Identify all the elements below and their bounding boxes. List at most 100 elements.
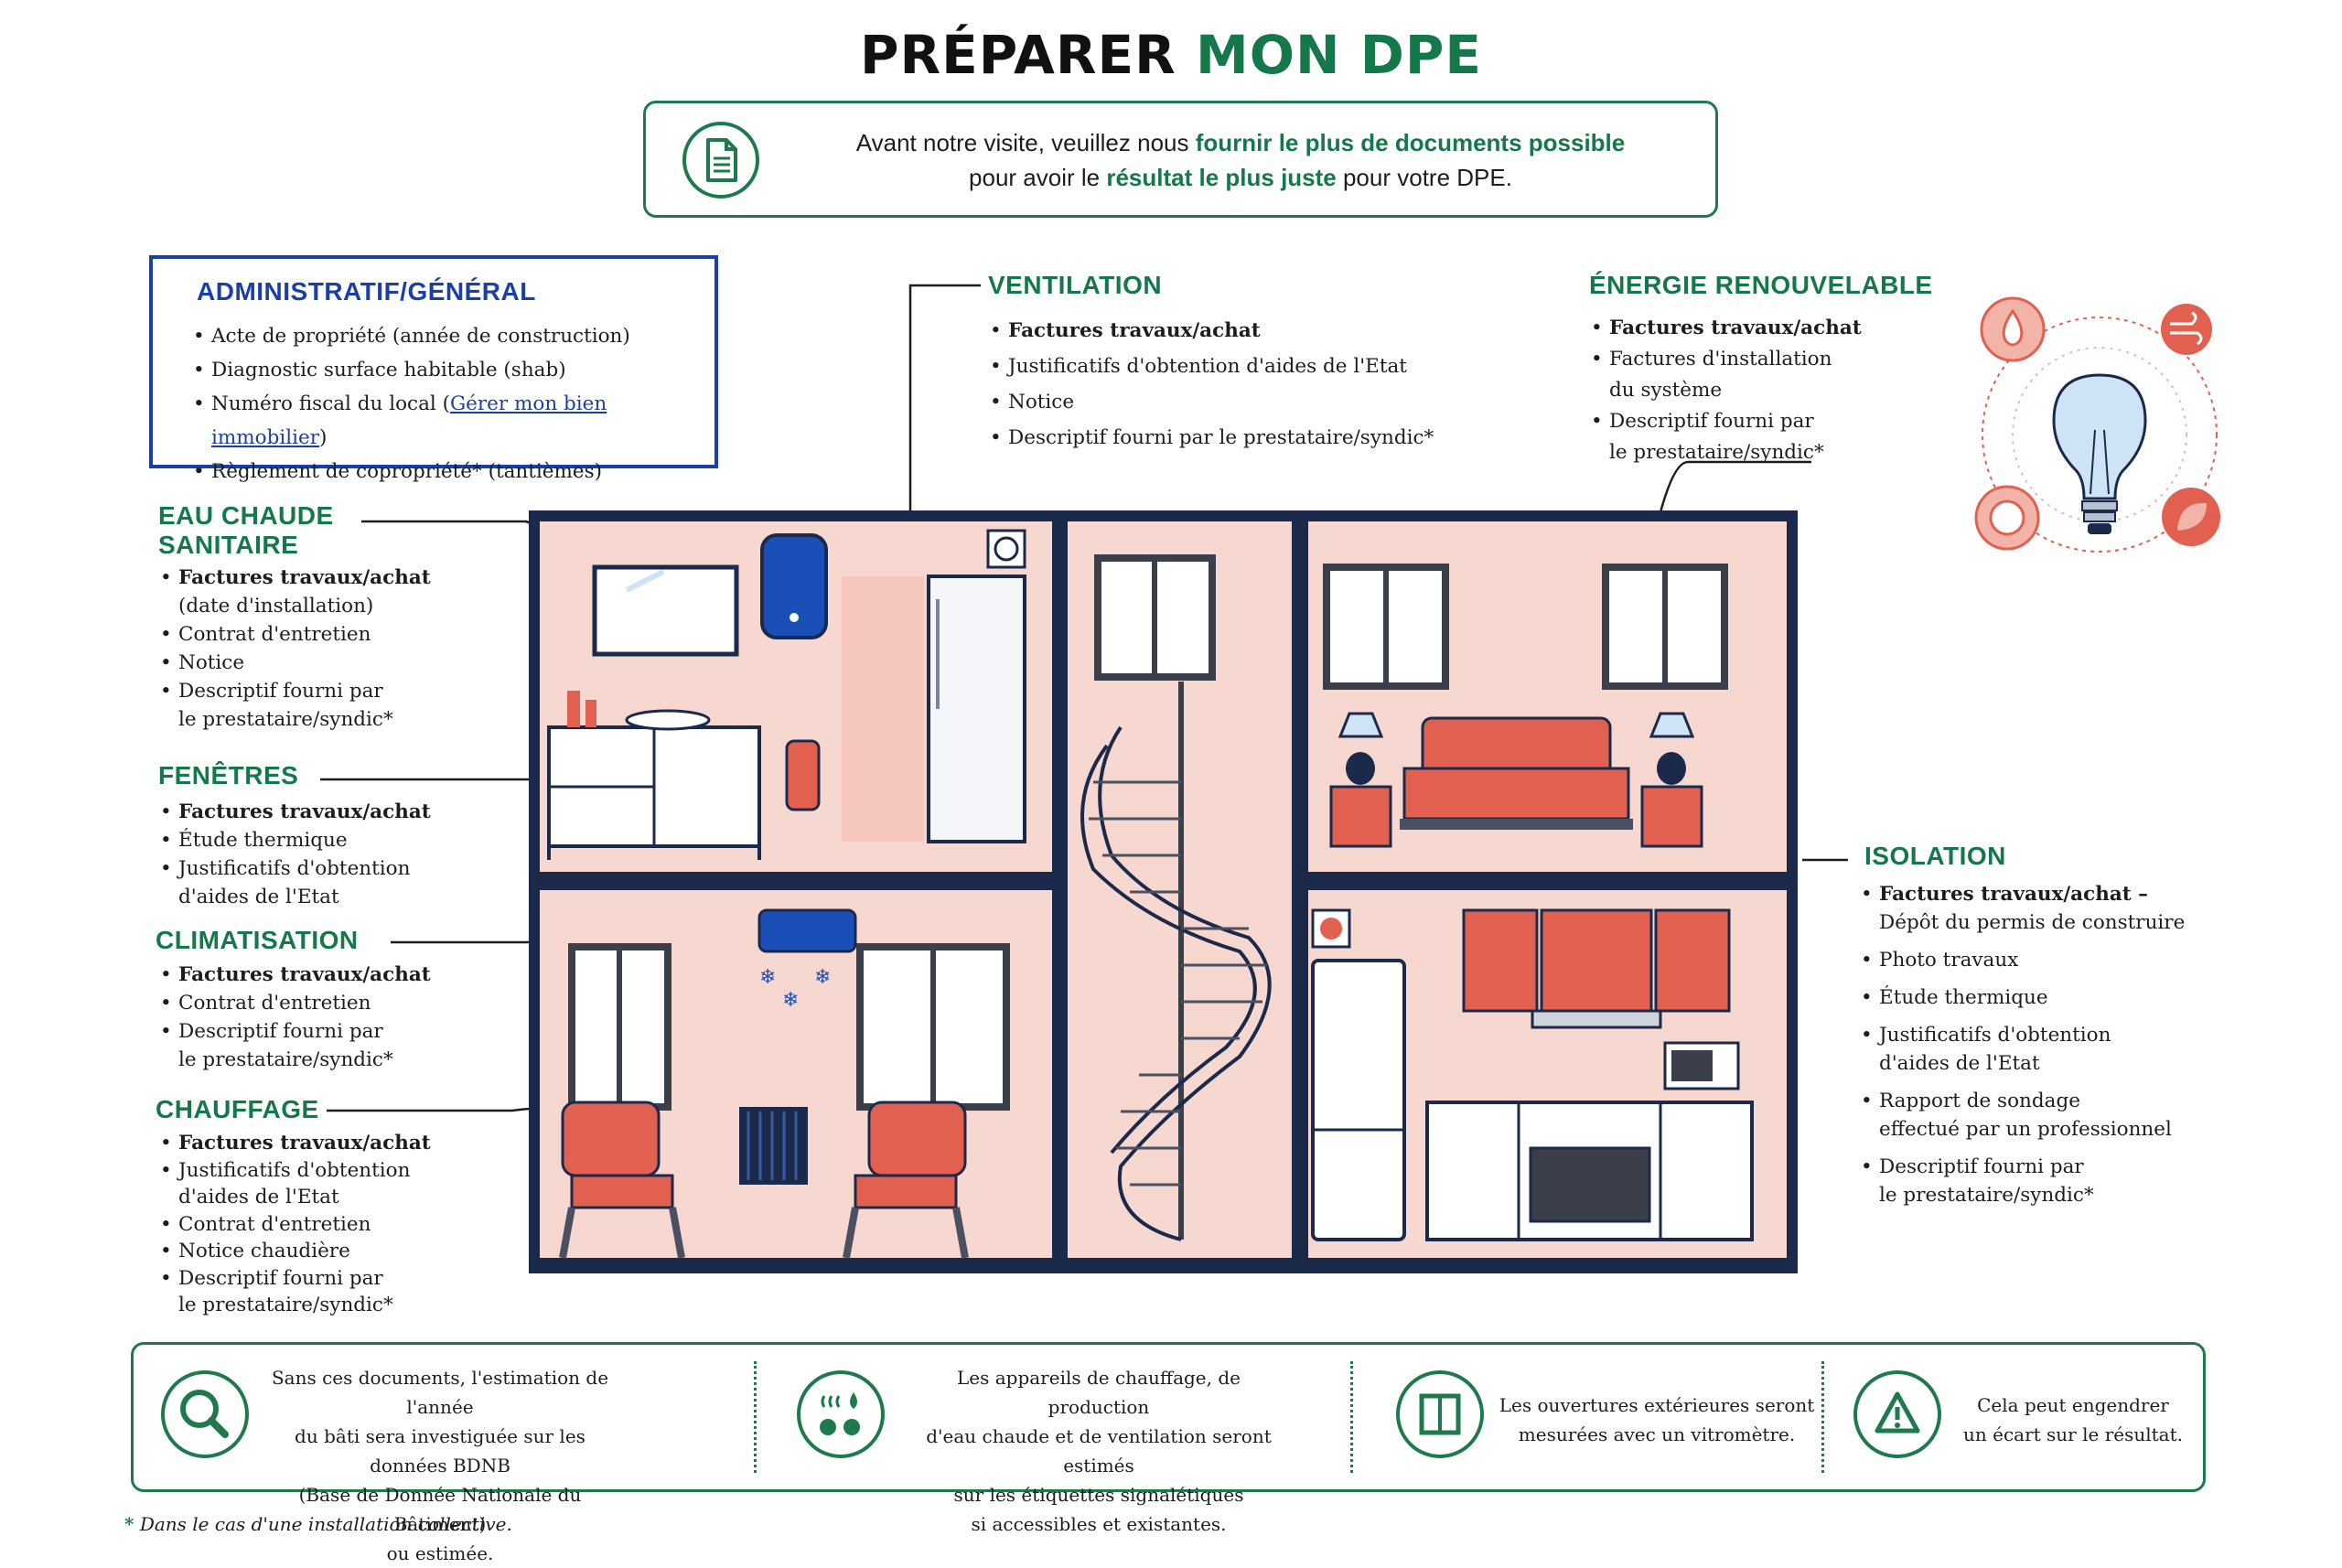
- admin-title: ADMINISTRATIF/GÉNÉRAL: [197, 277, 536, 306]
- separator: [1350, 1361, 1353, 1473]
- list-item: Descriptif fourni par le prestataire/syn…: [988, 420, 1434, 456]
- page-title: PRÉPARER MON DPE: [0, 24, 2342, 86]
- list-item: Règlement de copropriété* (tantièmes): [191, 455, 714, 489]
- list-item: Étude thermique: [1859, 983, 2185, 1012]
- lamp-right: [1649, 712, 1695, 738]
- ventilation-leader-line: [908, 284, 981, 602]
- intro-box: Avant notre visite, veuillez nous fourni…: [643, 101, 1718, 218]
- list-item: le prestataire/syndic*: [178, 1048, 393, 1071]
- water-heater: [760, 533, 828, 639]
- hot-water-title-2: SANITAIRE: [158, 531, 299, 559]
- insulation-block: ISOLATION Factures travaux/achat – Dépôt…: [1861, 842, 2185, 1209]
- ac-block: CLIMATISATION Factures travaux/achat Con…: [156, 926, 431, 1074]
- list-item: Rapport de sondage: [1859, 1087, 2185, 1115]
- list-item: Contrat d'entretien: [158, 1211, 431, 1239]
- nightstand-right: [1640, 785, 1703, 848]
- range-hood: [1531, 1009, 1662, 1029]
- ventilation-block: VENTILATION Factures travaux/achat Justi…: [988, 271, 1434, 456]
- water-drop-icon: [1980, 296, 2046, 362]
- list-item: le prestataire/syndic*: [178, 1294, 393, 1316]
- list-item: Notice chaudière: [158, 1238, 431, 1265]
- list-item: Numéro fiscal du local (Gérer mon bien i…: [191, 387, 714, 455]
- list-item: Factures travaux/achat: [158, 1130, 431, 1157]
- energy-title: ÉNERGIE RENOUVELABLE: [1589, 271, 1933, 299]
- bulb-icon: [2052, 373, 2147, 534]
- list-item: d'aides de l'Etat: [178, 886, 339, 908]
- list-item: Dépôt du permis de construire: [1879, 911, 2186, 934]
- heating-block: CHAUFFAGE Factures travaux/achat Justifi…: [156, 1095, 431, 1319]
- shower-cabin: [927, 575, 1026, 843]
- list-item: Notice: [158, 649, 431, 677]
- hot-water-block: EAU CHAUDE SANITAIRE Factures travaux/ac…: [158, 501, 431, 734]
- fridge: [1311, 959, 1406, 1241]
- lamp-left: [1338, 712, 1384, 738]
- list-item: effectué par un professionnel: [1879, 1118, 2172, 1141]
- list-item: Diagnostic surface habitable (shab): [191, 353, 714, 387]
- list-item: Descriptif fourni par: [158, 677, 431, 705]
- list-item: Contrat d'entretien: [158, 989, 431, 1017]
- leaf-icon: [2162, 488, 2220, 546]
- sun-icon: [1974, 485, 2040, 551]
- svg-text:❄: ❄: [814, 966, 831, 989]
- admin-box: ADMINISTRATIF/GÉNÉRAL Acte de propriété …: [149, 255, 718, 489]
- warning-icon: [1853, 1370, 1941, 1458]
- list-item: Notice: [988, 384, 1434, 420]
- svg-text:❄: ❄: [759, 966, 776, 989]
- sink: [625, 709, 711, 731]
- list-item: Factures travaux/achat –: [1859, 880, 2185, 908]
- bathroom-mirror: [592, 564, 739, 657]
- magnifier-icon: [161, 1370, 249, 1458]
- list-item: Descriptif fourni par: [1589, 406, 1933, 437]
- list-item: Étude thermique: [158, 826, 431, 854]
- list-item: Descriptif fourni par: [158, 1017, 431, 1046]
- ventilation-grille: [986, 529, 1026, 569]
- lightbulb-illustration: [1974, 296, 2220, 553]
- hot-water-title: EAU CHAUDE: [158, 501, 334, 530]
- bed: [1402, 767, 1630, 821]
- intro-text: Avant notre visite, veuillez nous fourni…: [855, 129, 1626, 191]
- list-item: Justificatifs d'obtention: [1859, 1021, 2185, 1049]
- nightstand-left: [1329, 785, 1392, 848]
- air-conditioner: [757, 908, 857, 953]
- footnote: * Dans le cas d'une installation collect…: [124, 1513, 512, 1535]
- kitchen-cabinet: [1654, 908, 1731, 1013]
- list-item: Factures travaux/achat: [988, 313, 1434, 349]
- list-item: d'aides de l'Etat: [1879, 1052, 2040, 1075]
- title-part-1: PRÉPARER: [859, 24, 1176, 86]
- list-item: Descriptif fourni par: [158, 1265, 431, 1293]
- kitchen-cabinet: [1462, 908, 1539, 1013]
- list-item: Justificatifs d'obtention: [158, 854, 431, 883]
- house-illustration: ❄ ❄ ❄: [526, 508, 1800, 1276]
- list-item: Acte de propriété (année de construction…: [191, 319, 714, 353]
- info-text-appliances: Les appareils de chauffage, de productio…: [926, 1367, 1272, 1535]
- window-icon: [1396, 1370, 1484, 1458]
- ventilation-zone: [842, 576, 924, 842]
- oven: [1529, 1146, 1651, 1223]
- heating-water-icon: [797, 1370, 885, 1458]
- list-item: Factures travaux/achat: [158, 564, 431, 592]
- list-item: Factures travaux/achat: [158, 798, 431, 826]
- list-item: le prestataire/syndic*: [178, 708, 393, 731]
- windows-block: FENÊTRES Factures travaux/achat Étude th…: [158, 761, 431, 911]
- document-icon: [682, 122, 759, 199]
- separator: [754, 1361, 757, 1473]
- info-text-bdnb: Sans ces documents, l'estimation de l'an…: [271, 1367, 609, 1564]
- ac-title: CLIMATISATION: [156, 926, 359, 954]
- kitchen-cabinet: [1540, 908, 1653, 1013]
- energy-block: ÉNERGIE RENOUVELABLE Factures travaux/ac…: [1589, 271, 1933, 468]
- list-item: du système: [1609, 379, 1723, 402]
- wind-icon: [2161, 304, 2212, 355]
- list-item: le prestataire/syndic*: [1609, 441, 1824, 464]
- list-item: (date d'installation): [178, 595, 374, 618]
- list-item: Factures d'installation: [1589, 344, 1933, 375]
- admin-list: Acte de propriété (année de construction…: [191, 319, 714, 489]
- list-item: le prestataire/syndic*: [1879, 1184, 2094, 1207]
- snowflake-icon: ❄ ❄ ❄: [759, 966, 831, 1012]
- armchair-left: [559, 1101, 685, 1259]
- manage-property-link[interactable]: Gérer mon bien immobilier: [211, 392, 607, 449]
- svg-text:❄: ❄: [782, 989, 799, 1012]
- energy-leader-line: [1659, 460, 1811, 513]
- list-item: Contrat d'entretien: [158, 620, 431, 649]
- insulation-title: ISOLATION: [1864, 842, 2006, 870]
- separator: [1821, 1361, 1824, 1473]
